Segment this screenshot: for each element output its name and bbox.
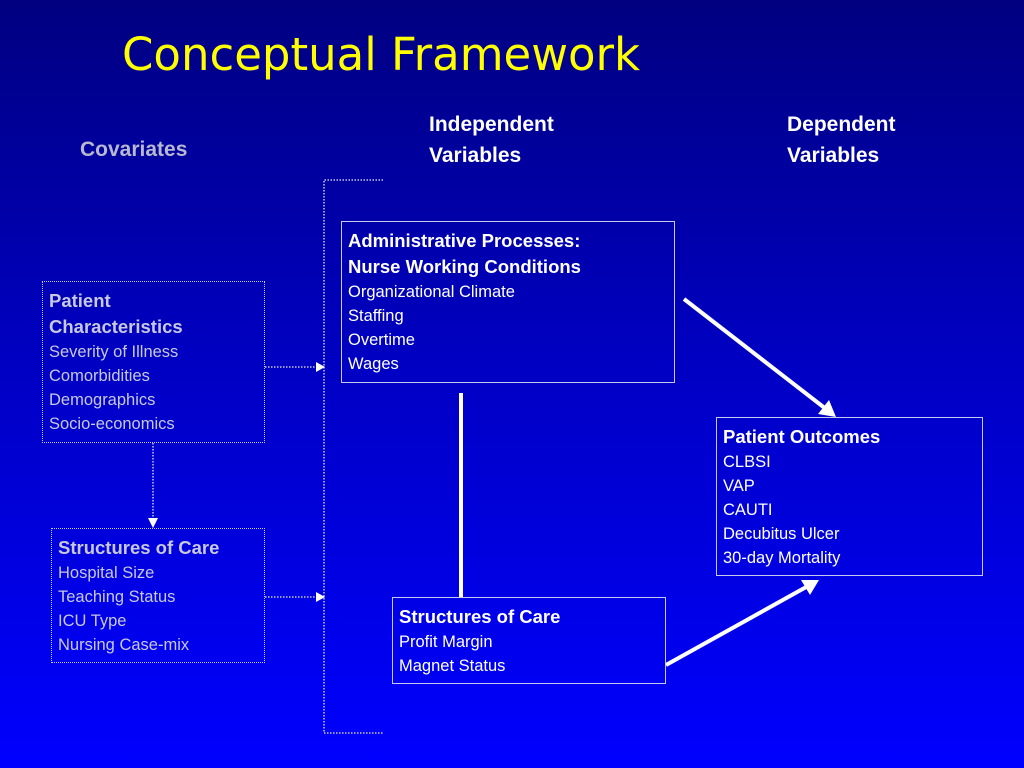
box-item: CAUTI: [723, 501, 773, 519]
independent-structures-of-care-box: Structures of Care Profit Margin Magnet …: [392, 597, 666, 684]
admin-to-outcomes-arrow-line: [682, 297, 828, 411]
box-item: Hospital Size: [58, 564, 155, 582]
slide-title: Conceptual Framework: [122, 28, 641, 81]
box-title: Administrative Processes:: [348, 230, 581, 251]
patient-characteristics-box: Patient Characteristics Severity of Illn…: [42, 281, 265, 443]
admin-to-outcomes-arrowhead: [818, 400, 836, 417]
heading-line: Independent: [429, 113, 554, 136]
box-item: Demographics: [49, 391, 156, 409]
box-item: Overtime: [348, 331, 415, 349]
box-item: Wages: [348, 355, 399, 373]
box-item: 30-day Mortality: [723, 549, 841, 567]
covariate-structures-of-care-box: Structures of Care Hospital Size Teachin…: [51, 528, 265, 663]
covariate-structures-arrowhead: [316, 592, 325, 602]
box-item: Decubitus Ulcer: [723, 525, 840, 543]
box-title: Structures of Care: [58, 537, 220, 558]
administrative-processes-box: Administrative Processes: Nurse Working …: [341, 221, 675, 383]
structures-to-outcomes-arrow-line: [665, 584, 809, 667]
box-item: Socio-economics: [49, 415, 175, 433]
box-item: VAP: [723, 477, 755, 495]
dependent-variables-heading: Dependent Variables: [787, 109, 896, 171]
box-title: Characteristics: [49, 316, 183, 337]
box-title: Nurse Working Conditions: [348, 256, 581, 277]
box-item: Profit Margin: [399, 633, 493, 651]
box-item: Teaching Status: [58, 588, 176, 606]
box-item: Organizational Climate: [348, 283, 515, 301]
box-item: Comorbidities: [49, 367, 150, 385]
box-title: Patient: [49, 290, 111, 311]
box-title: Patient Outcomes: [723, 426, 881, 447]
heading-line: Variables: [787, 144, 880, 167]
box-item: Staffing: [348, 307, 404, 325]
box-title: Structures of Care: [399, 606, 561, 627]
box-item: Nursing Case-mix: [58, 636, 190, 654]
heading-line: Variables: [429, 144, 522, 167]
patient-to-structures-arrowhead: [148, 518, 158, 528]
box-item: ICU Type: [58, 612, 127, 630]
patient-outcomes-box: Patient Outcomes CLBSI VAP CAUTI Decubit…: [716, 417, 983, 576]
box-item: Magnet Status: [399, 657, 506, 675]
heading-line: Dependent: [787, 113, 896, 136]
box-item: Severity of Illness: [49, 343, 179, 361]
independent-variables-heading: Independent Variables: [429, 109, 554, 171]
box-item: CLBSI: [723, 453, 771, 471]
patient-characteristics-arrowhead: [316, 362, 325, 372]
structures-to-outcomes-arrowhead: [801, 580, 819, 595]
covariates-heading: Covariates: [80, 138, 188, 161]
